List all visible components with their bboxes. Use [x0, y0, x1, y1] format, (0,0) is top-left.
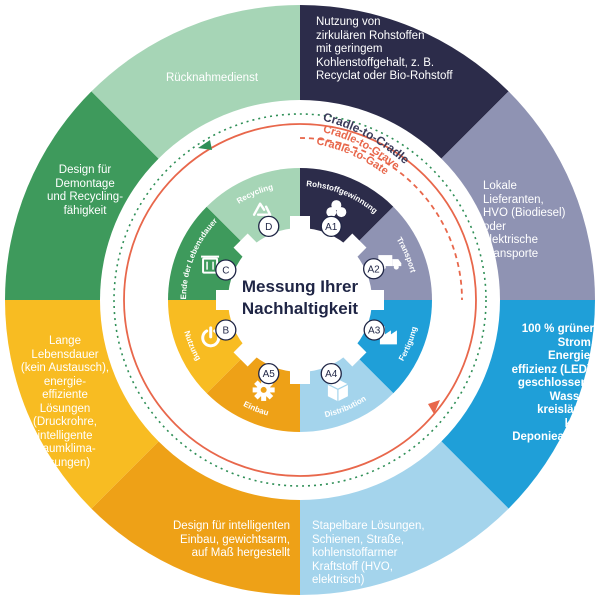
- stage-code-circle-a4: [320, 362, 342, 385]
- center-title-line-1: Messung Ihrer: [241, 277, 359, 296]
- stage-code-c: C: [222, 266, 229, 277]
- stage-code-a2: A2: [368, 264, 381, 275]
- recycle-icon: [252, 202, 272, 216]
- stage-code-circle-c: [215, 259, 237, 281]
- stage-code-circle-a3: [363, 319, 385, 341]
- stage-code-d: D: [265, 222, 272, 233]
- center-gear: [216, 216, 384, 384]
- stage-code-circle-d: [258, 215, 280, 238]
- gear-icon: [252, 378, 275, 401]
- stage-code-b: B: [222, 326, 229, 337]
- cradle-to-grave-ring: [123, 123, 477, 477]
- text-bottom-right: Stapelbare Lösungen,Schienen, Straße,koh…: [312, 520, 425, 586]
- center-title-line-2: Nachhaltigkeit: [241, 299, 359, 318]
- stage-code-circle-a5: [258, 362, 280, 385]
- stage-code-a1: A1: [325, 222, 338, 233]
- stage-code-a3: A3: [368, 326, 381, 337]
- stage-code-a5: A5: [263, 369, 276, 380]
- center-title: Messung Ihrer Nachhaltigkeit: [220, 276, 380, 320]
- stage-code-circle-a2: [362, 258, 385, 280]
- stage-code-circle-b: [215, 319, 237, 341]
- cradle-arrow-head: [198, 140, 212, 150]
- raw-material-icon: [326, 200, 347, 218]
- stage-code-a4: A4: [325, 369, 338, 380]
- text-top-left: Rücknahmedienst: [165, 72, 259, 84]
- box-icon: [327, 379, 349, 402]
- cradle-to-gate-ring: [299, 137, 463, 301]
- grave-arrow-head: [428, 400, 440, 414]
- cradle-to-cradle-ring: [113, 113, 487, 487]
- stage-code-circle-a1: [320, 215, 342, 238]
